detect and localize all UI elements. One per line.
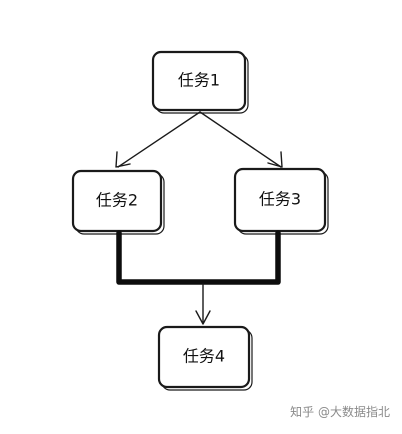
node-task1: 任务1 xyxy=(151,50,249,114)
node-task4: 任务4 xyxy=(157,325,253,391)
node-task1-label: 任务1 xyxy=(178,71,220,90)
node-task3: 任务3 xyxy=(233,167,329,235)
node-task3-label: 任务3 xyxy=(259,190,301,209)
arrowhead-task4 xyxy=(195,310,211,325)
arrowhead-task2 xyxy=(115,151,131,168)
node-task2: 任务2 xyxy=(71,169,165,235)
edge-task1-to-task2 xyxy=(115,111,201,168)
edge-merge-to-task4 xyxy=(195,283,211,325)
node-task2-label: 任务2 xyxy=(96,191,138,210)
arrowhead-task3 xyxy=(267,151,283,168)
edge-task1-to-task3 xyxy=(199,111,283,168)
watermark-text: 知乎 @大数据指北 xyxy=(290,405,390,419)
merge-connector xyxy=(116,230,281,285)
node-task4-label: 任务4 xyxy=(183,347,225,366)
